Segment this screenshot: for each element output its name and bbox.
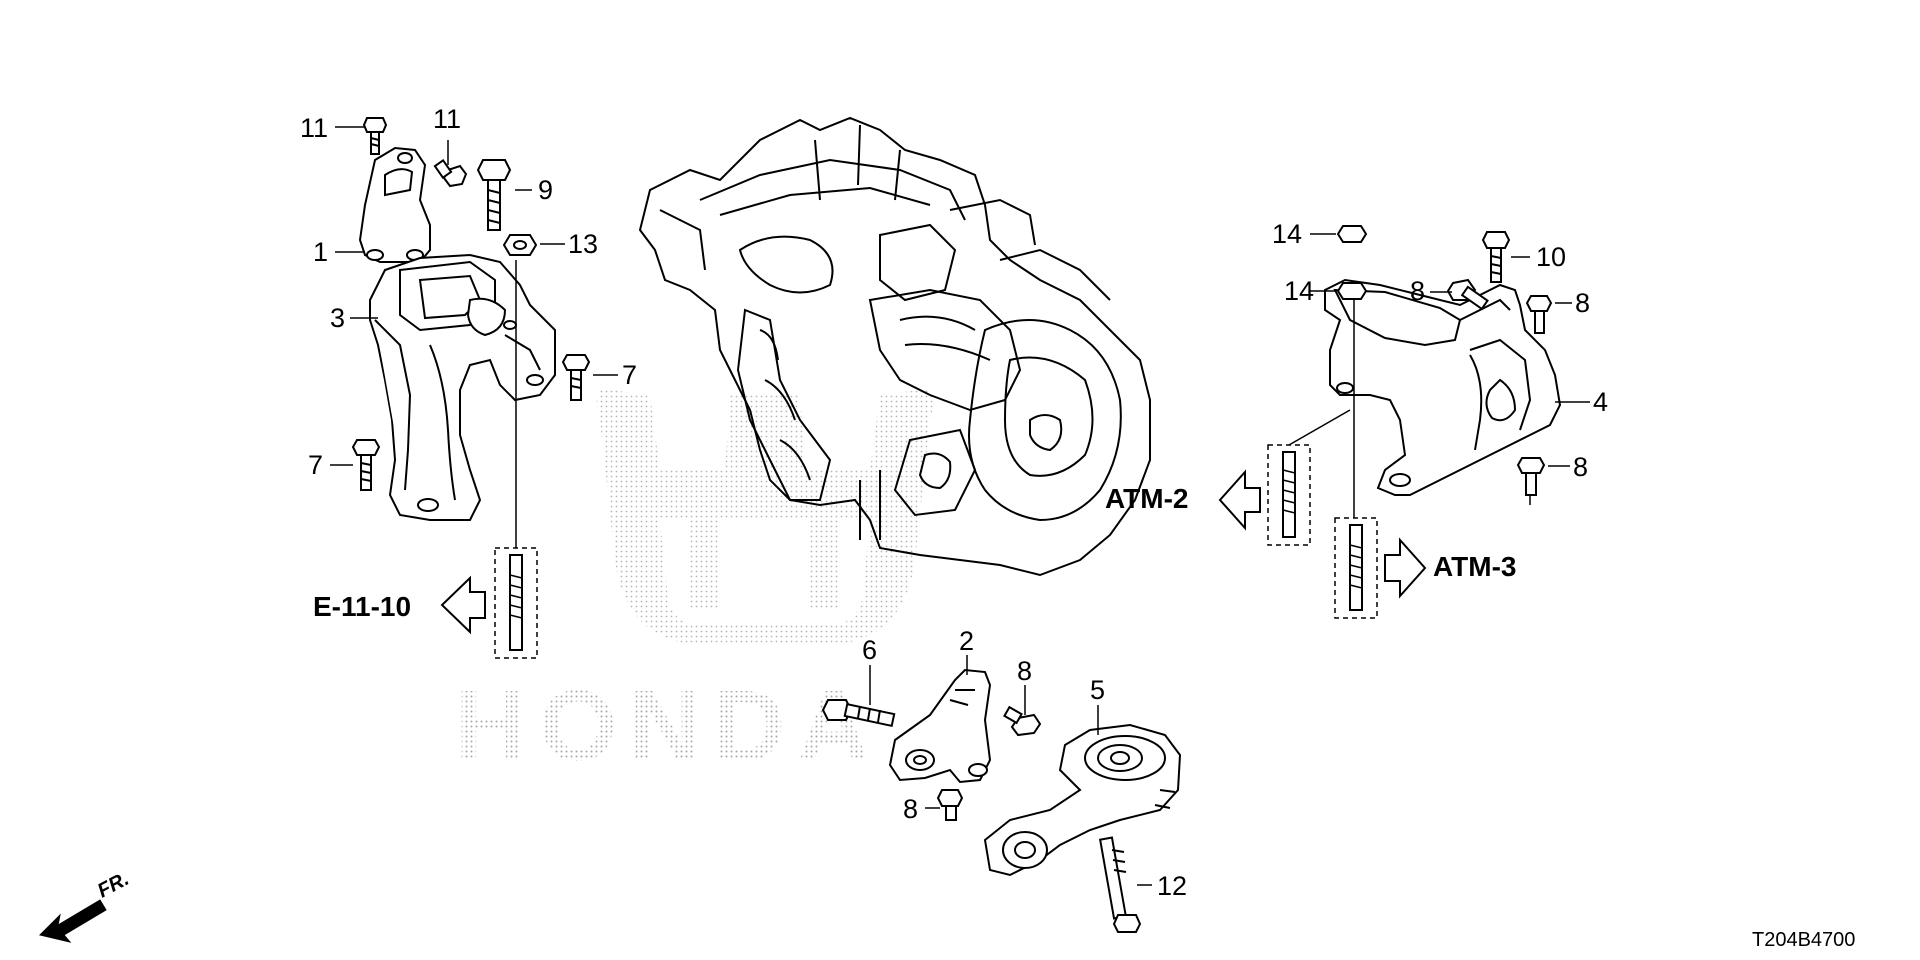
part-2-rear-bracket	[888, 668, 992, 784]
diagram-code: T204B4700	[1752, 929, 1855, 951]
callout-8e: 8	[903, 794, 918, 824]
callout-5: 5	[1090, 675, 1105, 705]
engine-assembly-illustration	[638, 116, 1151, 577]
part-3-engine-side-mount	[369, 253, 556, 521]
leader-lines-bottom	[869, 655, 1152, 886]
nut-13	[502, 234, 538, 256]
bolt-8b	[1525, 295, 1553, 334]
bolt-8d	[1003, 705, 1042, 737]
bolt-6	[821, 699, 896, 728]
callout-1: 1	[313, 237, 328, 267]
callout-10: 10	[1536, 242, 1566, 272]
bolt-7b	[351, 439, 381, 491]
honda-wordmark-watermark: HONDA	[455, 670, 882, 782]
callout-8a: 8	[1410, 276, 1425, 306]
callout-11a: 11	[300, 113, 328, 143]
nut-14a	[1336, 225, 1368, 243]
leader-lines-left	[330, 126, 618, 548]
stud-bolt-e11-10	[494, 547, 538, 659]
leader-lines-right	[1288, 233, 1590, 518]
callout-7a: 7	[622, 360, 637, 390]
bolt-8a	[1446, 278, 1489, 311]
callout-14a: 14	[1272, 219, 1302, 249]
bolt-11a	[362, 117, 388, 155]
callout-9: 9	[538, 175, 553, 205]
arrow-atm-3	[1384, 537, 1427, 599]
callout-3: 3	[330, 303, 345, 333]
callout-7b: 7	[308, 450, 323, 480]
part-5-torque-rod	[983, 723, 1182, 877]
bolt-10	[1481, 231, 1511, 283]
callout-8b: 8	[1575, 288, 1590, 318]
callout-8c: 8	[1573, 452, 1588, 482]
stud-bolt-atm-3	[1334, 517, 1378, 619]
part-4-transmission-mount	[1324, 278, 1562, 496]
callout-14b: 14	[1284, 276, 1314, 306]
arrow-e-11-10	[440, 575, 486, 635]
bolt-9	[476, 159, 512, 231]
honda-logo-watermark: HONDA	[455, 389, 934, 782]
callout-12: 12	[1157, 871, 1187, 901]
callout-8d: 8	[1017, 656, 1032, 686]
bolt-8e	[936, 789, 964, 821]
arrow-front-direction	[39, 899, 107, 943]
bolt-8c	[1516, 457, 1546, 496]
ref-label-atm-2[interactable]: ATM-2	[1105, 483, 1188, 514]
callout-11b: 11	[433, 104, 461, 134]
callout-13: 13	[568, 229, 598, 259]
part-1-bracket	[358, 146, 431, 263]
bolt-7a	[561, 354, 591, 401]
ref-label-atm-3[interactable]: ATM-3	[1433, 551, 1516, 582]
bolt-12	[1098, 836, 1142, 933]
nut-14b	[1336, 282, 1368, 300]
callout-6: 6	[862, 635, 877, 665]
ref-label-e-11-10[interactable]: E-11-10	[313, 591, 411, 622]
callout-2: 2	[959, 626, 974, 656]
stud-bolt-atm-2	[1267, 444, 1311, 546]
front-direction-label: FR.	[94, 868, 133, 903]
callout-4: 4	[1593, 387, 1608, 417]
arrow-atm-2	[1218, 469, 1261, 531]
bolt-11b	[433, 159, 468, 188]
